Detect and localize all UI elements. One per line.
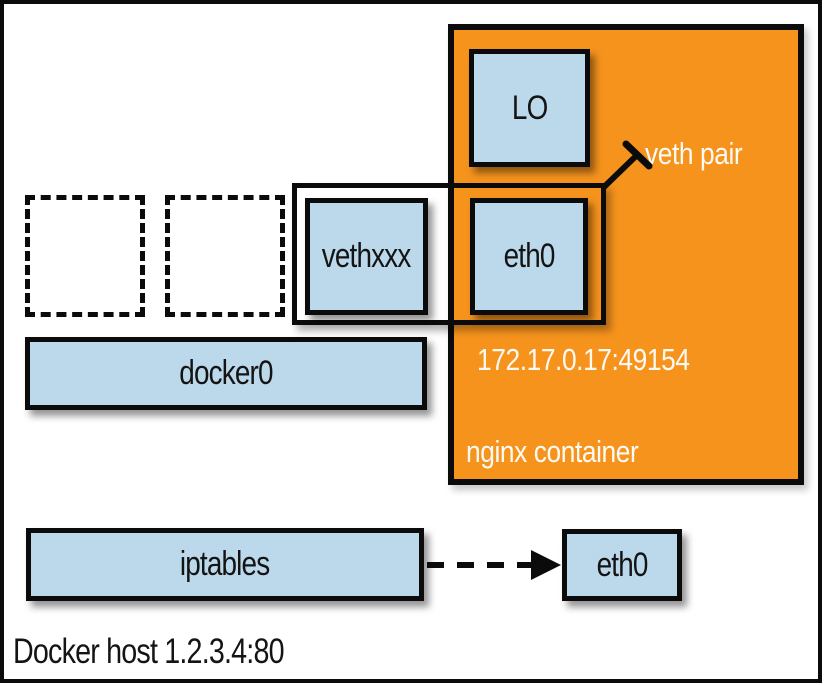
host-eth0-box: eth0	[562, 529, 682, 601]
container-ip-label: 172.17.0.17:49154	[477, 342, 690, 377]
nginx-container-box: LO eth0 172.17.0.17:49154 nginx containe…	[448, 24, 804, 485]
docker0-label: docker0	[179, 354, 273, 392]
container-eth0-box: eth0	[470, 198, 588, 315]
vethxxx-box: vethxxx	[305, 198, 428, 315]
veth-pair-callout-label: veth pair	[645, 136, 743, 171]
placeholder-container-box-2	[165, 195, 285, 317]
loopback-label: LO	[511, 88, 548, 127]
docker-host-label: Docker host 1.2.3.4:80	[13, 632, 285, 671]
vethxxx-label: vethxxx	[322, 237, 412, 275]
host-eth0-label: eth0	[596, 545, 649, 584]
docker0-bridge-bar: docker0	[25, 337, 427, 410]
iptables-label: iptables	[180, 545, 270, 583]
container-eth0-label: eth0	[503, 237, 556, 275]
container-name-label: nginx container	[466, 434, 639, 469]
iptables-bar: iptables	[26, 528, 424, 601]
veth-pair-group-box: vethxxx	[292, 183, 606, 325]
placeholder-container-box-1	[25, 195, 145, 317]
loopback-interface-box: LO	[469, 49, 590, 167]
